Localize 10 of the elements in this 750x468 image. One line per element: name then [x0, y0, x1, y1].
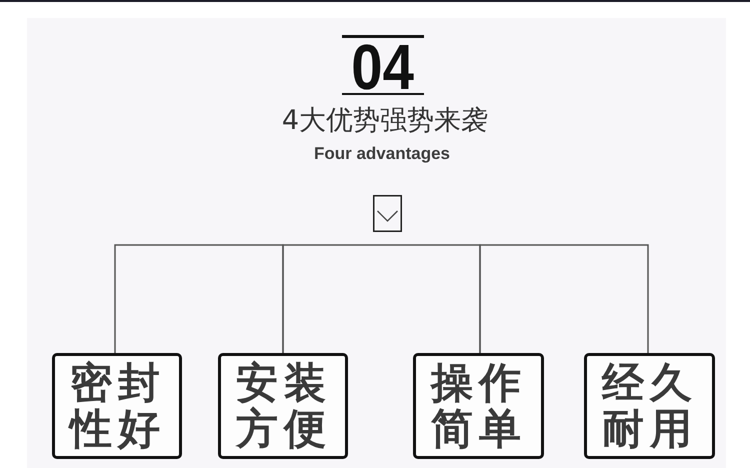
text-box: 密封性好: [52, 353, 182, 459]
text-box: 经久耐用: [584, 353, 715, 459]
connector-line: [479, 244, 649, 353]
text-box: 安装方便: [218, 353, 348, 459]
title: 4大优势强势来袭: [282, 105, 488, 136]
connector-line: [282, 244, 481, 353]
text-box: 操作简单: [413, 353, 544, 459]
connector-line: [114, 244, 284, 353]
subtitle: Four advantages: [314, 144, 450, 163]
section-number: 04: [352, 43, 414, 91]
